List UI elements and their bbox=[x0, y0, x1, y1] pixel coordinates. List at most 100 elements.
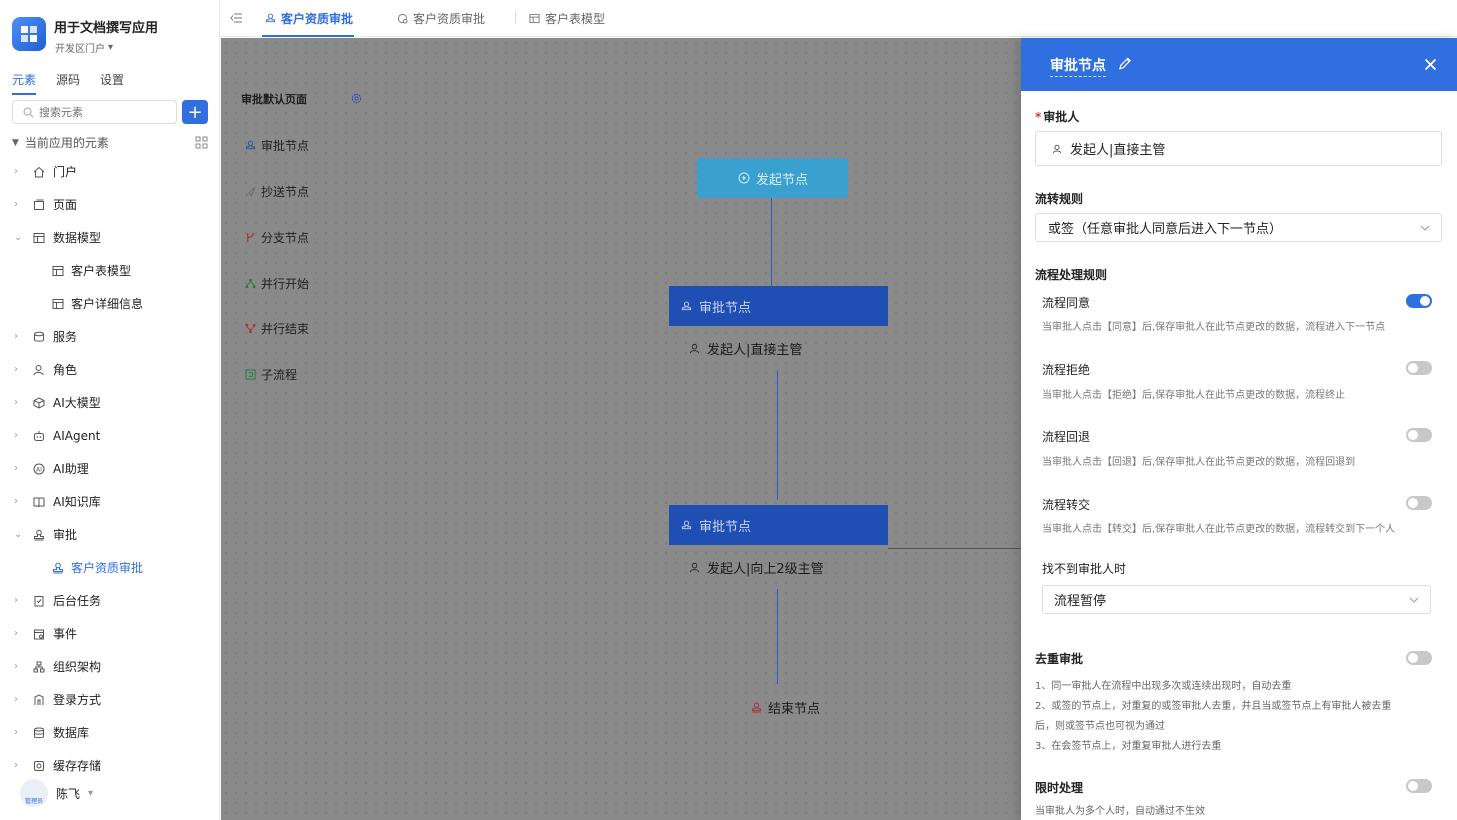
tree-item-services[interactable]: ›服务 bbox=[0, 320, 220, 353]
tree-item-label: 客户详细信息 bbox=[71, 297, 144, 311]
tab-customer-approval-2[interactable]: 客户资质审批 bbox=[395, 10, 485, 27]
search-input[interactable] bbox=[39, 105, 169, 119]
tab-divider bbox=[515, 11, 516, 24]
chevron-right-icon: › bbox=[14, 661, 18, 672]
tree-item-login[interactable]: ›登录方式 bbox=[0, 683, 220, 716]
branch-node-icon bbox=[243, 231, 257, 245]
edit-icon[interactable] bbox=[1118, 56, 1132, 70]
flow-canvas[interactable]: 审批默认页面 审批节点 抄送节点 分支节点 并行开始 并行结束 子流程 发起节点… bbox=[221, 38, 1021, 820]
tree-item-pages[interactable]: ›页面 bbox=[0, 188, 220, 221]
tree-item-approval[interactable]: ⌄审批 bbox=[0, 518, 220, 551]
event-icon bbox=[32, 627, 46, 641]
tree-item-label: 组织架构 bbox=[53, 660, 102, 674]
chevron-right-icon: › bbox=[14, 364, 18, 375]
approval-node[interactable]: 审批节点 发起人|向上2级主管 bbox=[669, 505, 888, 589]
tree-item-roles[interactable]: › 角色 bbox=[0, 353, 220, 386]
tree-item-label: 门户 bbox=[53, 165, 78, 179]
chevron-right-icon: › bbox=[14, 331, 18, 342]
user-icon bbox=[687, 560, 701, 574]
add-element-button[interactable]: + bbox=[182, 100, 208, 124]
tab-source[interactable]: 源码 bbox=[56, 73, 81, 87]
tab-settings[interactable]: 设置 bbox=[100, 73, 125, 87]
tree-item-org[interactable]: › 组织架构 bbox=[0, 650, 220, 683]
tree-item-customer-model[interactable]: 客户表模型 bbox=[0, 254, 220, 287]
tree-item-customer-detail[interactable]: 客户详细信息 bbox=[0, 287, 220, 320]
search-box bbox=[12, 100, 177, 124]
tree-item-label: 审批 bbox=[53, 528, 78, 542]
sidebar: 用于文档撰写应用 开发区门户 ▾ 元素 源码 设置 + ▼ 当前应用的元素 ›门… bbox=[0, 0, 220, 820]
end-node[interactable]: 结束节点 bbox=[749, 698, 820, 717]
palette-approve-node[interactable]: 审批节点 bbox=[243, 137, 309, 154]
tree-item-label: 客户表模型 bbox=[71, 264, 132, 278]
stamp-icon bbox=[749, 701, 763, 715]
rule-reject-desc: 当审批人点击【拒绝】后,保存审批人在此节点更改的数据，流程终止 bbox=[1042, 390, 1346, 401]
database-icon bbox=[32, 330, 46, 344]
tree-item-data-model[interactable]: ⌄数据模型 bbox=[0, 221, 220, 254]
collapse-all-icon[interactable] bbox=[194, 136, 208, 150]
tree-item-label: 数据模型 bbox=[53, 231, 102, 245]
login-icon bbox=[32, 693, 46, 707]
palette-cc-node[interactable]: 抄送节点 bbox=[243, 183, 309, 200]
tree-item-portal[interactable]: › 门户 bbox=[0, 155, 220, 188]
tree-item-background-task[interactable]: ›后台任务 bbox=[0, 584, 220, 617]
palette-subflow[interactable]: 子流程 bbox=[243, 366, 297, 383]
palette-label: 抄送节点 bbox=[261, 185, 310, 199]
chevron-down-icon: ▾ bbox=[88, 787, 94, 799]
approver-selector[interactable]: 发起人|直接主管 bbox=[1035, 131, 1442, 166]
robot-icon bbox=[32, 429, 46, 443]
tree-item-label: 角色 bbox=[53, 363, 78, 377]
tree-item-events[interactable]: ›事件 bbox=[0, 617, 220, 650]
stamp-icon bbox=[32, 528, 46, 542]
tree-item-cache[interactable]: ›缓存存储 bbox=[0, 749, 220, 782]
portal-selector[interactable]: 开发区门户 ▾ bbox=[55, 40, 113, 55]
rule-approve-toggle[interactable] bbox=[1406, 294, 1432, 308]
element-tree: › 门户 ›页面 ⌄数据模型 客户表模型 客户详细信息 ›服务 › 角色 ›AI大模… bbox=[0, 155, 220, 782]
tree-item-ai-model[interactable]: ›AI大模型 bbox=[0, 386, 220, 419]
rule-reject-toggle[interactable] bbox=[1406, 361, 1432, 375]
approver-label-text: 审批人 bbox=[1043, 110, 1080, 124]
dedup-toggle[interactable] bbox=[1406, 651, 1432, 665]
collapse-sidebar-icon[interactable] bbox=[229, 11, 243, 25]
rule-transfer-label: 流程转交 bbox=[1042, 498, 1091, 512]
palette-title: 审批默认页面 bbox=[241, 93, 307, 106]
table-icon bbox=[51, 297, 65, 311]
tree-item-label: AI助理 bbox=[53, 462, 89, 476]
chevron-right-icon: › bbox=[14, 397, 18, 408]
palette-branch-node[interactable]: 分支节点 bbox=[243, 229, 309, 246]
palette-label: 并行结束 bbox=[261, 322, 310, 336]
flow-rule-select[interactable]: 或签（任意审批人同意后进入下一节点） bbox=[1035, 213, 1442, 242]
no-approver-select[interactable]: 流程暂停 bbox=[1042, 585, 1431, 614]
gear-icon[interactable] bbox=[349, 91, 363, 105]
tree-item-label: AIAgent bbox=[53, 428, 101, 443]
approval-node-body: 发起人|直接主管 bbox=[669, 326, 888, 370]
tree-item-label: 客户资质审批 bbox=[71, 561, 144, 575]
tree-item-ai-kb[interactable]: ›AI知识库 bbox=[0, 485, 220, 518]
tree-header[interactable]: ▼ 当前应用的元素 bbox=[12, 134, 208, 151]
start-node[interactable]: 发起节点 bbox=[697, 158, 848, 198]
approval-node[interactable]: 审批节点 发起人|直接主管 bbox=[669, 286, 888, 370]
connector-line bbox=[777, 589, 778, 684]
rule-transfer-toggle[interactable] bbox=[1406, 496, 1432, 510]
panel-title[interactable]: 审批节点 bbox=[1050, 55, 1106, 77]
tree-item-database[interactable]: ›数据库 bbox=[0, 716, 220, 749]
rule-rollback-label: 流程回退 bbox=[1042, 430, 1091, 444]
table-icon bbox=[51, 264, 65, 278]
caret-down-icon: ▼ bbox=[12, 137, 19, 148]
close-icon[interactable] bbox=[1423, 57, 1437, 71]
chevron-right-icon: › bbox=[14, 166, 18, 177]
user-menu[interactable]: 管理员 陈飞 ▾ bbox=[20, 779, 93, 807]
avatar: 管理员 bbox=[20, 779, 48, 807]
approval-node-header: 审批节点 bbox=[669, 286, 888, 326]
palette-parallel-start[interactable]: 并行开始 bbox=[243, 275, 309, 292]
tab-customer-approval[interactable]: 客户资质审批 bbox=[263, 10, 353, 27]
tab-elements[interactable]: 元素 bbox=[12, 71, 37, 95]
tree-item-customer-approval[interactable]: 客户资质审批 bbox=[0, 551, 220, 584]
tree-item-ai-agent[interactable]: ›AIAgent bbox=[0, 419, 220, 452]
rule-rollback-toggle[interactable] bbox=[1406, 428, 1432, 442]
timeout-toggle[interactable] bbox=[1406, 779, 1432, 793]
svg-text:AI: AI bbox=[36, 466, 42, 473]
palette-parallel-end[interactable]: 并行结束 bbox=[243, 320, 309, 337]
user-role-icon bbox=[32, 363, 46, 377]
tab-customer-model[interactable]: 客户表模型 bbox=[527, 10, 605, 27]
